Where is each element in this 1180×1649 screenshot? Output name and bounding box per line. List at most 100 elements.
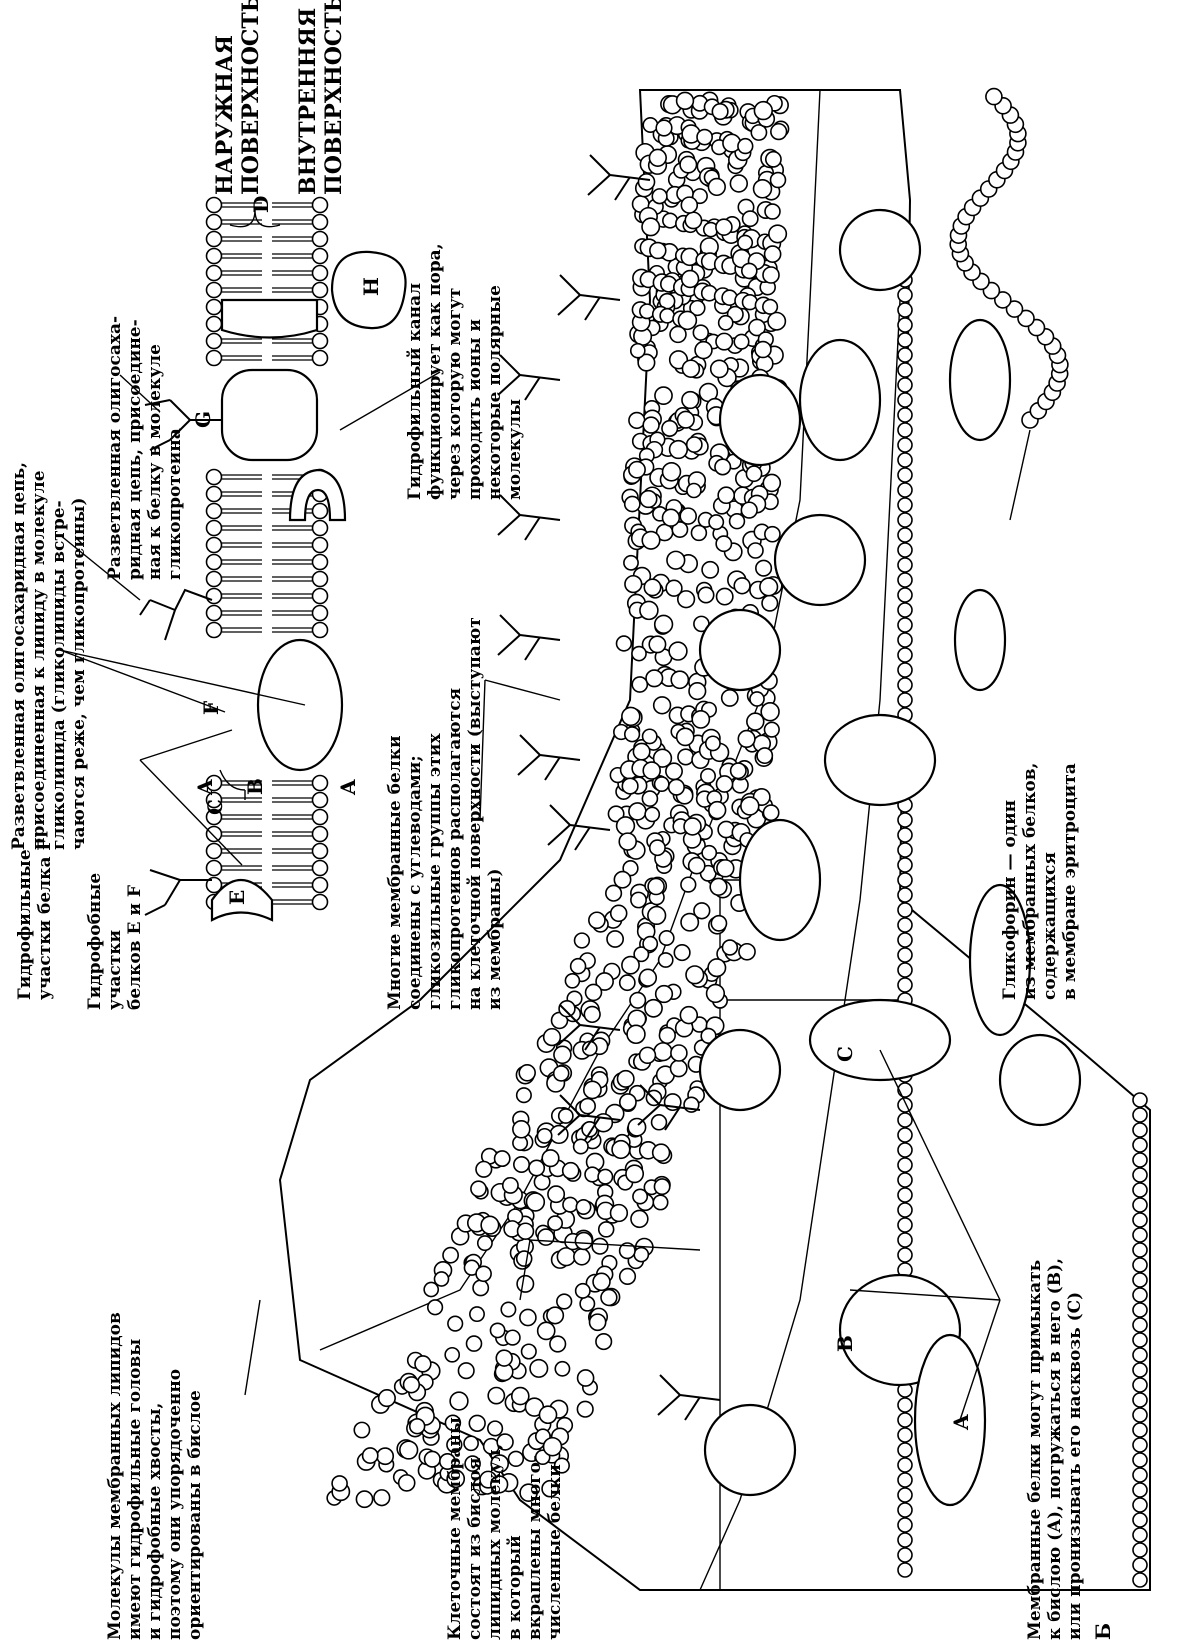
label-hydrophobic-ef: Гидрофобныеучасткибелков E и F: [85, 873, 145, 1010]
slab-bead: [496, 1350, 512, 1366]
lipid-head: [313, 521, 328, 536]
lipid-head: [313, 504, 328, 519]
slab-bead: [580, 1099, 595, 1114]
slab-bead: [898, 1443, 912, 1457]
slab-bead: [578, 1370, 594, 1386]
slab-bead: [488, 1387, 504, 1403]
lipid-tail: [222, 271, 312, 275]
slab-bead: [898, 603, 912, 617]
slab-bead: [476, 1161, 492, 1177]
slab-bead: [771, 173, 786, 188]
label-glycoprotein-chain: Разветвленная олигосаха-ридная цепь, при…: [105, 316, 185, 580]
slab-bead: [898, 1458, 912, 1472]
slab-bead: [760, 578, 778, 596]
slab-bead: [709, 802, 726, 819]
slab-bead: [404, 1377, 420, 1393]
slab-bead: [554, 1046, 571, 1063]
slab-bead: [544, 1029, 561, 1046]
slab-bead: [670, 441, 688, 459]
slab-bead: [652, 189, 667, 204]
slab-bead: [632, 677, 647, 692]
protein-f: [258, 640, 342, 770]
slab-bead: [1133, 1363, 1147, 1377]
slab-bead: [656, 120, 672, 136]
slab-bead: [898, 438, 912, 452]
slab-bead: [652, 1115, 667, 1130]
lipid-head: [207, 504, 222, 519]
slab-bead: [640, 601, 658, 619]
slab-bead: [633, 1189, 647, 1203]
slab-bead: [682, 271, 699, 288]
slab-bead: [622, 707, 640, 725]
slab-bead: [654, 1179, 669, 1194]
slab-bead: [574, 1249, 590, 1265]
membrane-protein: [705, 1405, 795, 1495]
slab-bead: [898, 1218, 912, 1232]
lipid-head: [313, 572, 328, 587]
slab-bead: [730, 175, 747, 192]
slab-bead: [467, 1336, 482, 1351]
label-line: гликопротеина: [165, 428, 185, 580]
slab-bead: [681, 914, 698, 931]
slab-bead: [640, 1047, 656, 1063]
lipid-head: [207, 232, 222, 247]
label-line: некоторые полярные: [485, 285, 505, 500]
slab-bead: [898, 978, 912, 992]
slab-bead: [671, 1060, 687, 1076]
label-line: Гидрофильные: [15, 849, 35, 1000]
label-line: Гидрофобные: [85, 873, 105, 1010]
slab-bead: [711, 916, 726, 931]
slab-bead: [768, 313, 785, 330]
slab-bead: [631, 344, 645, 358]
slab-bead: [547, 1307, 563, 1323]
slab-bead: [632, 647, 646, 661]
slab-bead: [598, 1169, 612, 1183]
slab-bead: [620, 975, 635, 990]
slab-bead: [557, 1294, 572, 1309]
label-line: молекулы: [505, 399, 525, 500]
slab-bead: [611, 1205, 628, 1222]
slab-bead: [634, 1248, 648, 1262]
slab-bead: [629, 462, 645, 478]
slab-bead: [717, 860, 734, 877]
oligosaccharide-sprig: [658, 1375, 720, 1420]
slab-bead: [529, 1160, 544, 1175]
slab-bead: [1133, 1213, 1147, 1227]
slab-bead: [649, 636, 665, 652]
label-line: ориентированы в бислое: [185, 1390, 205, 1640]
membrane-protein: [700, 1030, 780, 1110]
slab-bead: [898, 453, 912, 467]
slab-bead: [722, 690, 738, 706]
slab-bead: [898, 1398, 912, 1412]
slab-bead: [689, 858, 705, 874]
oligosaccharide-sprig: [518, 735, 580, 780]
lipid-tail: [222, 220, 312, 224]
lipid-head: [313, 810, 328, 825]
slab-bead: [633, 743, 649, 759]
slab-bead: [648, 907, 666, 925]
leader-lines: [60, 372, 1030, 1420]
slab-bead: [898, 963, 912, 977]
slab-bead: [646, 670, 663, 687]
slab-bead: [654, 1043, 672, 1061]
slab-bead: [415, 1356, 431, 1372]
slab-bead: [898, 873, 912, 887]
slab-bead: [643, 762, 660, 779]
letter-c-schematic: C: [203, 799, 227, 815]
slab-bead: [686, 966, 704, 984]
slab-bead: [761, 703, 779, 721]
lipid-head: [313, 776, 328, 791]
label-line: состоят из бислоя: [465, 1458, 485, 1640]
oligosaccharide-sprig: [498, 495, 560, 540]
slab-bead: [1133, 1558, 1147, 1572]
slab-bead: [1133, 1513, 1147, 1527]
slab-bead: [898, 513, 912, 527]
slab-bead: [738, 235, 752, 249]
slab-bead: [614, 872, 630, 888]
slab-bead: [645, 1000, 662, 1017]
slab-bead: [898, 483, 912, 497]
slab-bead: [755, 342, 771, 358]
slab-bead: [559, 1001, 575, 1017]
lipid-head: [207, 334, 222, 349]
slab-bead: [898, 1113, 912, 1127]
